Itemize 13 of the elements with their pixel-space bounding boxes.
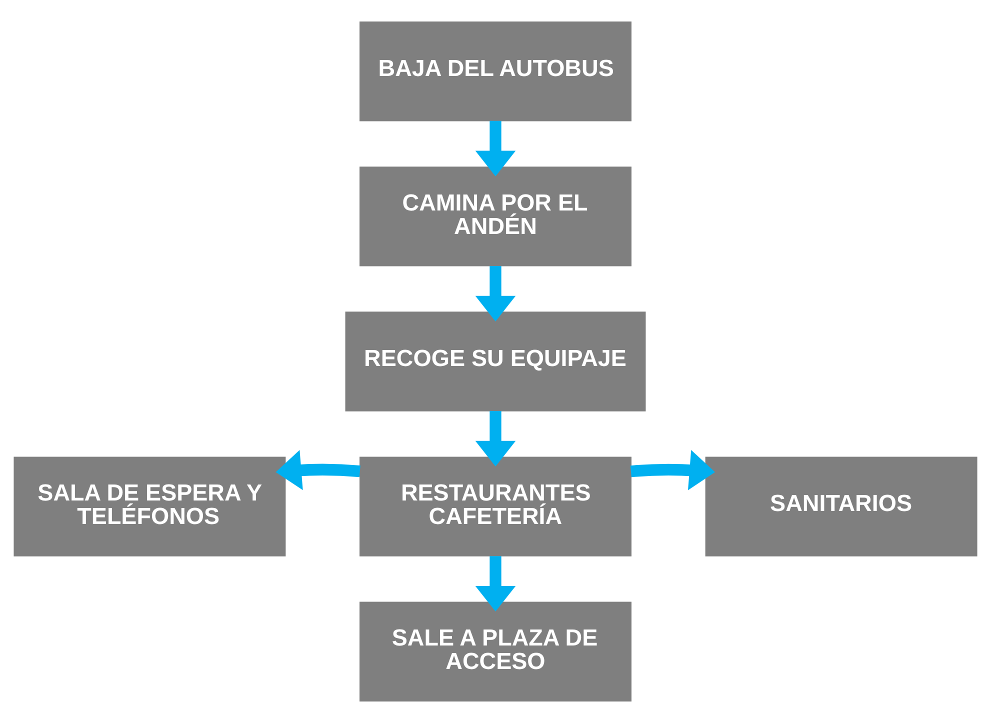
- arrow: [474, 266, 516, 322]
- arrow: [474, 556, 516, 612]
- node-box: CAMINA POR EL ANDÉN: [359, 166, 631, 266]
- node-box: RECOGE SU EQUIPAJE: [344, 312, 646, 412]
- node-box: SANITARIOS: [704, 456, 977, 556]
- arrow: [630, 450, 715, 490]
- arrow: [474, 120, 516, 176]
- arrow: [275, 450, 360, 490]
- node-box: SALA DE ESPERA Y TELÉFONOS: [13, 456, 286, 556]
- arrow: [474, 411, 516, 466]
- node-box: RESTAURANTES CAFETERÍA: [359, 456, 631, 556]
- node-box: SALE A PLAZA DE ACCESO: [359, 602, 631, 702]
- node-box: BAJA DEL AUTOBUS: [359, 22, 631, 122]
